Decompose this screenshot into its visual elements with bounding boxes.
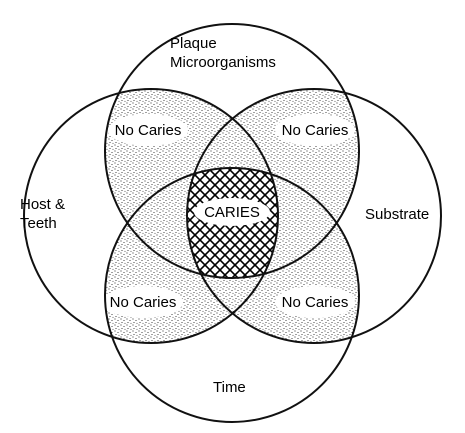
label-time: Time (213, 379, 246, 396)
label-no-caries-bottom-left: No Caries (110, 294, 177, 311)
overlap-stipple-layer (105, 89, 359, 343)
circle-plaque-microorganisms (104, 23, 360, 279)
circle-host-teeth (23, 88, 279, 344)
label-caries-center: CARIES (204, 204, 260, 221)
circle-substrate (186, 88, 442, 344)
overlap-bottom-right-region (187, 168, 359, 343)
label-substrate: Substrate (365, 206, 429, 223)
label-plaque-microorganisms: Plaque Microorganisms (170, 35, 276, 71)
label-no-caries-top-right: No Caries (282, 122, 349, 139)
label-no-caries-top-left: No Caries (115, 122, 182, 139)
label-no-caries-bottom-right: No Caries (282, 294, 349, 311)
label-host-teeth: Host & Teeth (20, 196, 69, 232)
circle-time (104, 167, 360, 423)
